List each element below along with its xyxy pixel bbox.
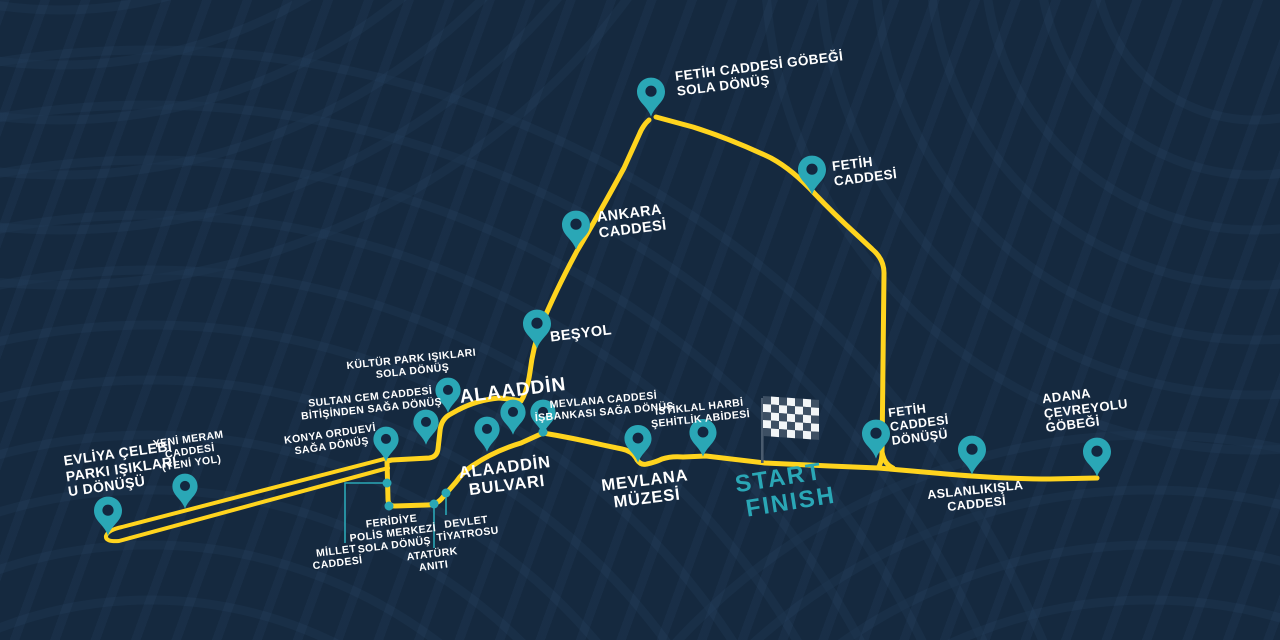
- background-arc: [1039, 0, 1280, 180]
- route-path: [879, 449, 896, 471]
- background-arc: [0, 0, 562, 235]
- background-arc: [0, 0, 312, 70]
- background-arc: [0, 210, 865, 640]
- background-arc: [0, 155, 927, 640]
- background-arc: [0, 0, 488, 180]
- route-path: [103, 457, 390, 544]
- junction-dot: [429, 499, 439, 509]
- junction-dot: [384, 501, 394, 511]
- background-arc: [0, 0, 632, 290]
- background-arc: [983, 0, 1280, 235]
- background-arc: [762, 0, 1280, 455]
- junction-dot: [382, 478, 392, 488]
- map-pin-icon pin-fetih-caddesi: [798, 155, 826, 195]
- background-arc: [0, 0, 171, 15]
- map-pin-icon pin-besyol: [523, 309, 551, 349]
- map-pin-icon pin-aslanlikisla: [958, 435, 986, 475]
- map-pin-icon pin-fetih-gobegi: [637, 77, 665, 117]
- background-arc: [0, 485, 526, 640]
- map-pin-icon pin-evliya-celebi: [94, 496, 122, 536]
- background-arc: [0, 595, 340, 640]
- label-leader-line: [344, 482, 387, 543]
- map-pin-icon pin-ankara: [562, 210, 590, 250]
- junction-dot: [441, 488, 451, 498]
- background-arc: [0, 265, 802, 640]
- background-arc: [0, 430, 601, 640]
- map-pin-icon pin-fetih-donusu: [862, 419, 890, 459]
- background-arc: [947, 595, 1280, 640]
- background-arc: [672, 430, 1280, 640]
- background-arc: [0, 540, 443, 640]
- map-pin-icon pin-konya-orduevi: [373, 426, 399, 462]
- background-arc: [0, 0, 407, 125]
- background-arc: [1095, 0, 1280, 125]
- background-arc: [872, 0, 1280, 345]
- background-arc: [0, 320, 738, 640]
- background-arc: [0, 100, 988, 640]
- route-path: [384, 430, 1100, 509]
- background-arc: [0, 45, 1048, 640]
- map-pin-icon pin-istiklal: [689, 418, 717, 457]
- map-pin-icon pin-sultan-cem: [413, 409, 439, 445]
- route-path: [518, 117, 652, 404]
- map-pin-icon pin-kultur-park: [435, 377, 461, 413]
- background-arc: [0, 375, 671, 640]
- map-pin-icon pin-mevlana-muzesi: [624, 424, 652, 463]
- map-pin-icon pin-adana: [1083, 437, 1111, 477]
- background-arc: [817, 0, 1280, 400]
- map-pin-icon pin-alaaddin-1: [474, 416, 500, 452]
- checkered-flag-icon: [761, 396, 819, 463]
- map-pin-icon pin-alaaddin-2: [500, 399, 526, 435]
- background-arc: [750, 485, 1280, 640]
- background-arc: [927, 0, 1280, 290]
- map-pin-icon pin-isbankasi: [530, 399, 556, 435]
- map-pin-icon pin-yeni-meram: [172, 473, 198, 509]
- route-path: [384, 395, 524, 464]
- background-arc: [837, 540, 1280, 640]
